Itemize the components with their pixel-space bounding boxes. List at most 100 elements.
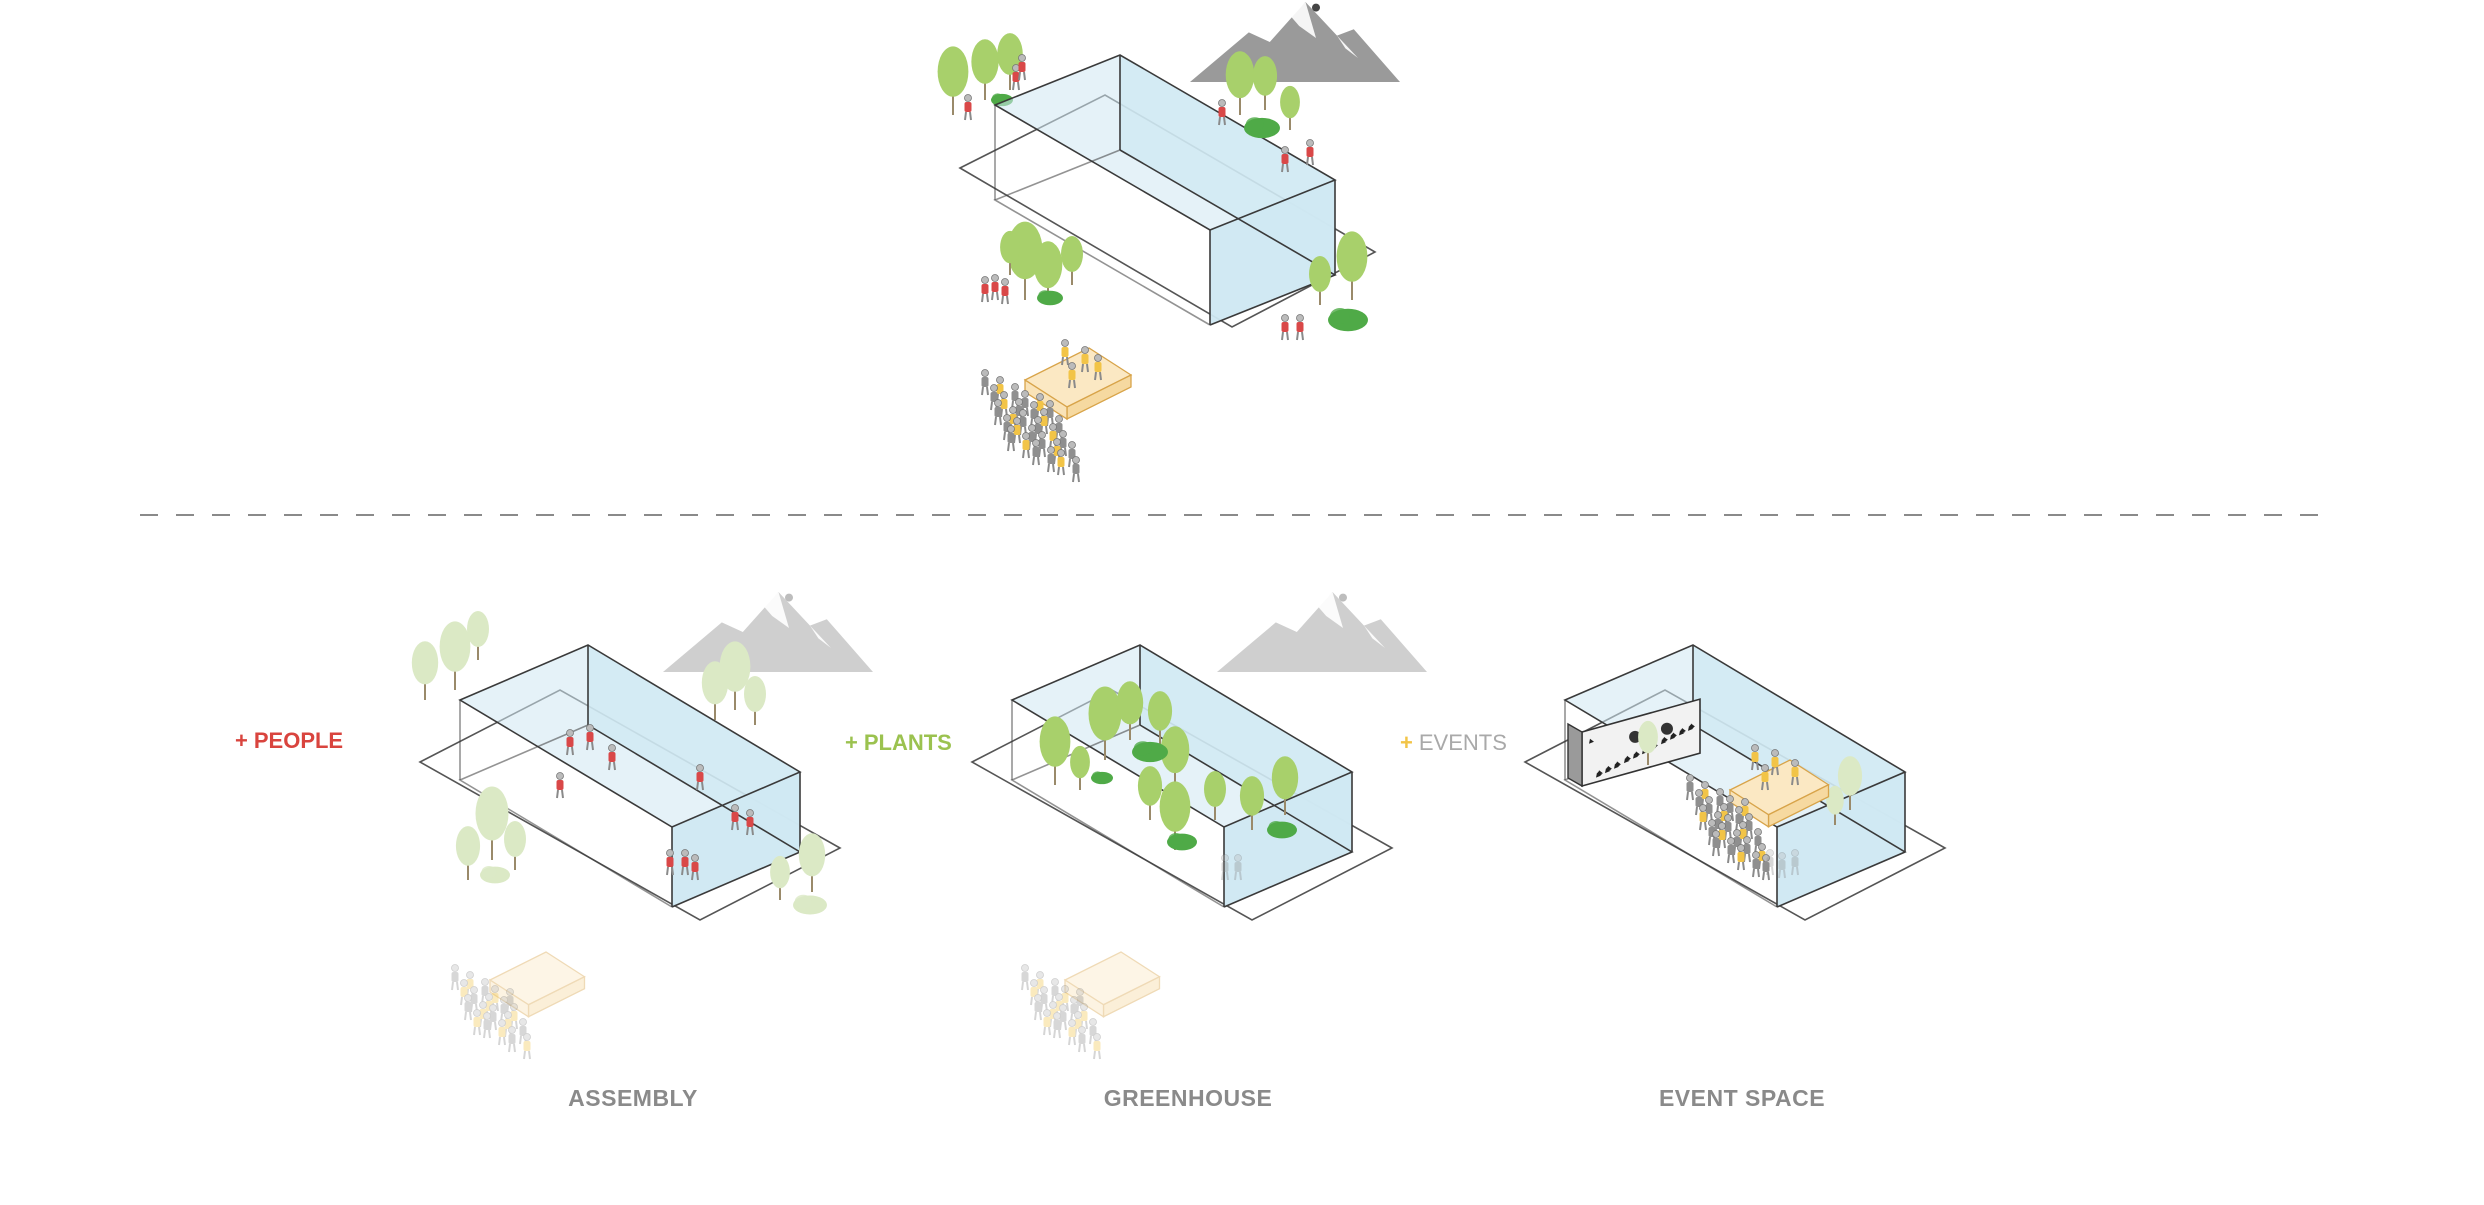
tree-icon: [1837, 756, 1863, 810]
person-icon: [1053, 1012, 1061, 1039]
mountain-icon: [1217, 592, 1427, 672]
person-icon: [519, 1018, 527, 1045]
person-icon: [483, 1012, 491, 1039]
person-icon: [1089, 1018, 1097, 1045]
bush-icon: [1132, 741, 1168, 763]
person-icon: [1018, 54, 1026, 81]
stage-icon: [488, 951, 586, 1018]
person-icon: [504, 1011, 512, 1038]
event-space-composition: [1523, 644, 1947, 921]
tree-icon: [1137, 766, 1163, 820]
person-icon: [586, 724, 594, 751]
crowd-group: [1021, 964, 1101, 1060]
person-icon: [1072, 456, 1080, 483]
person-icon: [1081, 346, 1089, 373]
person-icon: [1306, 139, 1314, 166]
person-icon: [510, 1003, 518, 1030]
bush-icon: [1328, 308, 1368, 332]
person-icon: [1007, 425, 1015, 452]
person-icon: [731, 804, 739, 831]
tree-icon: [1116, 681, 1144, 740]
person-icon: [991, 274, 999, 301]
plus-plants-text: PLANTS: [863, 730, 952, 755]
tree-icon: [719, 641, 751, 710]
person-icon: [1034, 994, 1042, 1021]
tree-icon: [770, 855, 790, 900]
person-icon: [1281, 314, 1289, 341]
person-icon: [1712, 830, 1720, 857]
person-icon: [608, 744, 616, 771]
tree-icon: [1309, 256, 1331, 305]
source-glass-box: [993, 54, 1337, 326]
person-icon: [479, 1001, 487, 1028]
person-icon: [1761, 764, 1769, 791]
plus-plants-sign: +: [845, 730, 858, 755]
person-icon: [1030, 979, 1038, 1006]
person-icon: [1751, 744, 1759, 771]
person-icon: [1762, 854, 1770, 881]
greenhouse-composition: [970, 592, 1427, 1060]
person-icon: [489, 1004, 497, 1031]
person-icon: [1038, 431, 1046, 458]
person-icon: [1076, 988, 1084, 1015]
person-icon: [1068, 362, 1076, 389]
person-icon: [1061, 339, 1069, 366]
tree-icon: [504, 821, 526, 870]
bush-icon: [480, 866, 510, 884]
plus-events-sign: +: [1400, 730, 1413, 755]
person-icon: [1094, 354, 1102, 381]
bush-icon: [1037, 290, 1063, 306]
person-icon: [746, 809, 754, 836]
person-icon: [1737, 844, 1745, 871]
tree-icon: [1000, 230, 1020, 275]
person-icon: [473, 1009, 481, 1036]
tree-icon: [971, 39, 999, 100]
bush-icon: [1091, 771, 1113, 785]
tree-icon: [475, 786, 509, 860]
person-icon: [696, 764, 704, 791]
person-icon: [691, 854, 699, 881]
tree-icon: [1039, 716, 1071, 785]
bush-icon: [1167, 833, 1197, 851]
person-icon: [1074, 1011, 1082, 1038]
person-icon: [1686, 774, 1694, 801]
person-icon: [1051, 978, 1059, 1005]
tree-icon: [439, 621, 471, 690]
tree-icon: [455, 826, 481, 880]
person-icon: [523, 1033, 531, 1060]
plus-people-text: PEOPLE: [253, 728, 344, 753]
person-icon: [485, 993, 493, 1020]
tree-icon: [1280, 85, 1300, 130]
assembly-composition: [411, 592, 873, 1060]
person-icon: [1070, 996, 1078, 1023]
person-icon: [1766, 849, 1774, 876]
tree-icon: [1225, 51, 1255, 115]
person-icon: [1049, 1001, 1057, 1028]
tree-icon: [997, 33, 1023, 90]
person-icon: [1727, 837, 1735, 864]
person-icon: [1057, 449, 1065, 476]
stage-icon: [1023, 347, 1133, 421]
tree-icon: [467, 611, 489, 660]
greenhouse-glass-box: [1010, 644, 1354, 908]
person-icon: [1234, 854, 1242, 881]
person-icon: [1281, 146, 1289, 173]
person-icon: [1771, 749, 1779, 776]
person-icon: [1055, 993, 1063, 1020]
person-icon: [1040, 986, 1048, 1013]
crowd-group: [1686, 774, 1770, 881]
tree-icon: [1070, 745, 1090, 790]
person-icon: [1000, 391, 1008, 418]
person-icon: [470, 986, 478, 1013]
person-icon: [1078, 1026, 1086, 1053]
tree-icon: [411, 641, 439, 700]
person-icon: [1021, 964, 1029, 991]
person-icon: [460, 979, 468, 1006]
tree-icon: [798, 833, 826, 892]
tree-icon: [1271, 756, 1299, 815]
person-icon: [1218, 99, 1226, 126]
person-icon: [556, 772, 564, 799]
crowd-group: [451, 964, 531, 1060]
person-icon: [1791, 759, 1799, 786]
